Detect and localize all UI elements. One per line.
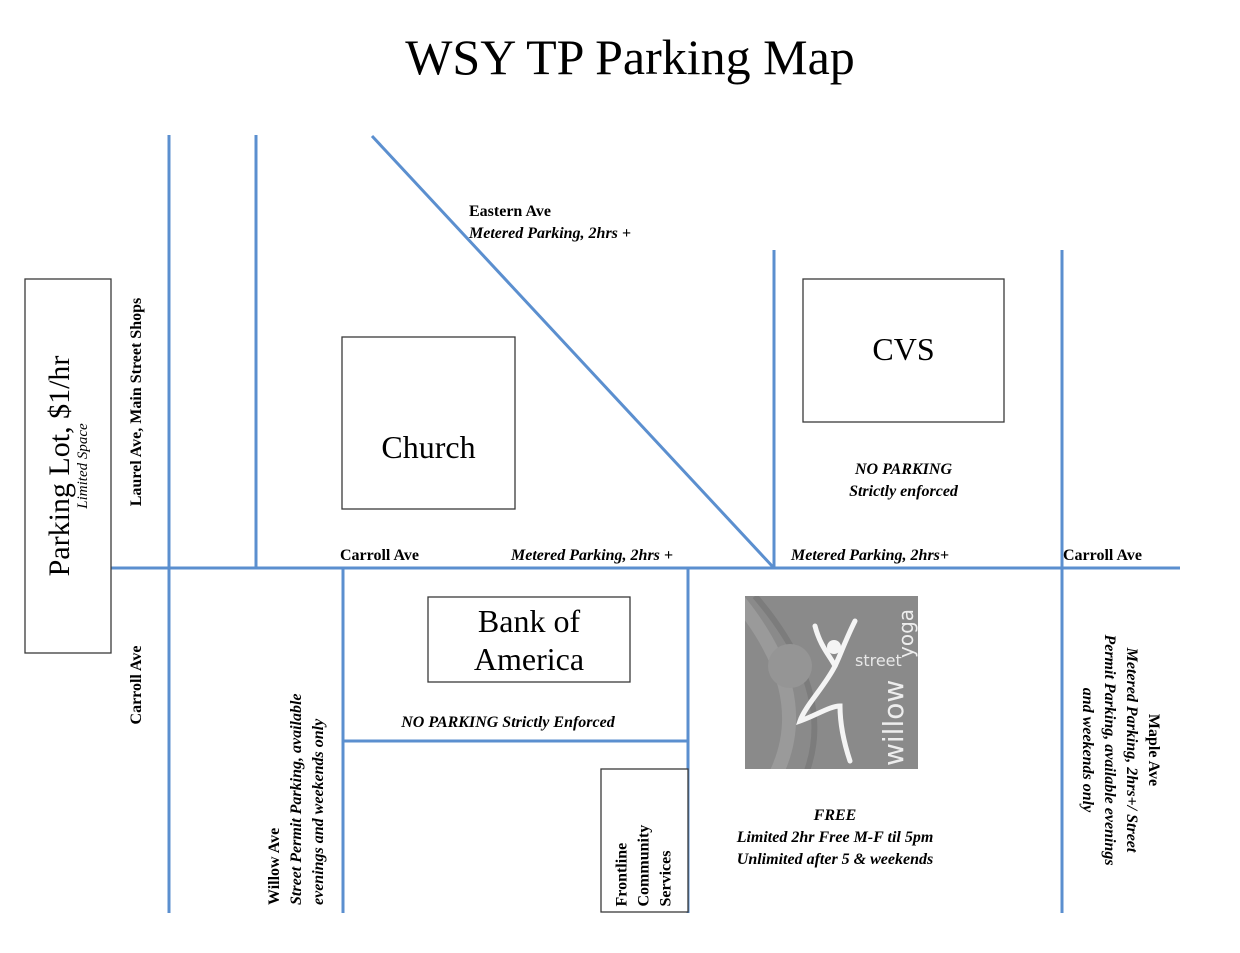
parking-lot-box [24,278,112,654]
free-parking-group: FREE Limited 2hr Free M-F til 5pm Unlimi… [690,805,980,871]
frontline-label: Frontline Community Services [612,770,678,911]
street-label-willow: Willow Ave [266,827,283,905]
eastern-note: Metered Parking, 2hrs + [469,225,632,242]
street-label-maple: Maple Ave [1145,713,1162,787]
free-line2: Limited 2hr Free M-F til 5pm [736,829,934,846]
willow-note-line1: Street Permit Parking, available [288,693,305,905]
cvs-box [802,278,1005,423]
carroll-metered-note-2: Metered Parking, 2hrs+ [791,547,950,564]
cvs-label: CVS [872,331,935,367]
bank-of-america-line2: America [473,641,585,677]
street-label-willow-group: Willow Ave Street Permit Parking, availa… [264,625,330,905]
parking-lot-label-group: Parking Lot, $1/hr Limited Space [43,279,91,653]
road-eastern-ave [370,134,775,569]
cvs-no-parking-line2: Strictly enforced [849,483,958,500]
bank-of-america-label: Bank of America [428,602,630,678]
street-label-eastern-group: Eastern Ave Metered Parking, 2hrs + [469,201,631,245]
willow-street-yoga-logo: street willow yoga [745,596,918,769]
street-label-maple-group: Maple Ave Metered Parking, 2hrs+/ Street… [1076,610,1164,890]
boa-no-parking-note: NO PARKING Strictly Enforced [401,714,615,731]
bank-of-america-box [427,596,631,683]
willow-note-line2: evenings and weekends only [310,718,327,905]
street-label-laurel: Laurel Ave, Main Street Shops [128,297,145,507]
free-line1: FREE [813,807,857,824]
street-label-eastern: Eastern Ave [469,203,551,220]
page-title: WSY TP Parking Map [405,29,855,85]
carroll-metered-note-1: Metered Parking, 2hrs + [511,547,674,564]
street-label-carroll-mid: Carroll Ave [340,547,419,564]
church-label: Church [381,429,476,465]
maple-note-line3: and weekends only [1079,687,1096,813]
free-line3: Unlimited after 5 & weekends [736,851,934,868]
frontline-line3: Services [657,850,675,907]
church-box [341,336,516,510]
street-label-carroll-right: Carroll Ave [1063,547,1142,564]
frontline-box [600,768,689,913]
street-label-carroll-vertical: Carroll Ave [128,645,145,725]
maple-note-line2: Permit Parking, available evenings [1101,634,1118,866]
maple-note-line1: Metered Parking, 2hrs+/ Street [1123,647,1140,853]
frontline-line1: Frontline [613,842,631,907]
logo-word-yoga: yoga [894,609,918,658]
parking-lot-label: Parking Lot, $1/hr [43,355,76,577]
frontline-line2: Community [635,824,653,907]
cvs-no-parking-line1: NO PARKING [854,461,953,478]
yoga-figure-icon: street willow yoga [745,596,918,769]
cvs-no-parking-group: NO PARKING Strictly enforced [803,459,1004,503]
logo-word-willow: willow [877,680,910,766]
bank-of-america-line1: Bank of [477,603,581,639]
logo-word-street: street [855,651,902,670]
parking-lot-note: Limited Space [75,423,91,509]
